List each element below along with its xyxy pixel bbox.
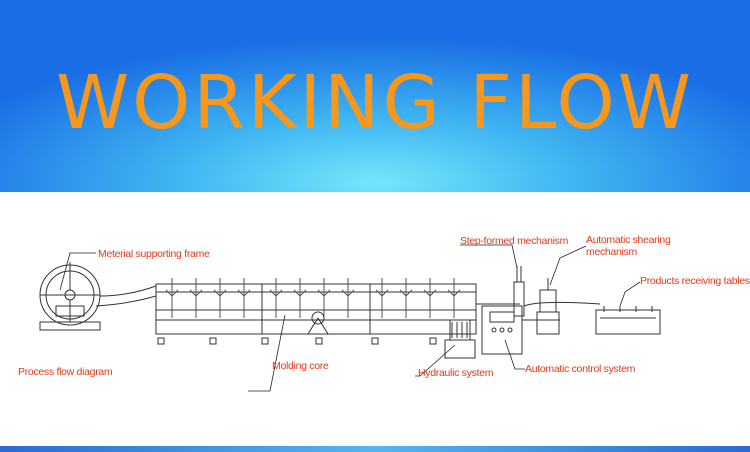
label-control-system: Automatic control system bbox=[525, 363, 636, 375]
label-process-flow: Process flow diagram bbox=[18, 366, 113, 378]
footer-band bbox=[0, 446, 750, 452]
label-receiving-tables: Products receiving tables bbox=[640, 275, 750, 287]
process-flow-diagram: Meterial supporting frame Process flow d… bbox=[18, 234, 750, 392]
roll-forming-machine bbox=[155, 278, 520, 345]
header-banner: WORKING FLOW bbox=[0, 0, 750, 192]
receiving-table bbox=[595, 306, 661, 335]
banner-title: WORKING FLOW bbox=[56, 60, 694, 146]
hydraulic-station bbox=[444, 319, 476, 359]
control-cabinet bbox=[481, 305, 560, 355]
label-material-frame: Meterial supporting frame bbox=[98, 248, 210, 260]
step-forming-unit bbox=[513, 266, 525, 317]
label-step-formed: Step-formed mechanism bbox=[460, 235, 569, 247]
label-shearing-line1: Automatic shearing bbox=[586, 234, 671, 246]
leader-lines bbox=[59, 244, 641, 392]
shearing-unit bbox=[523, 278, 601, 335]
label-molding-core: Molding core bbox=[272, 360, 329, 372]
label-hydraulic: Hydraulic system bbox=[418, 367, 494, 379]
decoiler-machine bbox=[39, 262, 157, 331]
label-shearing-line2: mechanism bbox=[586, 246, 638, 258]
